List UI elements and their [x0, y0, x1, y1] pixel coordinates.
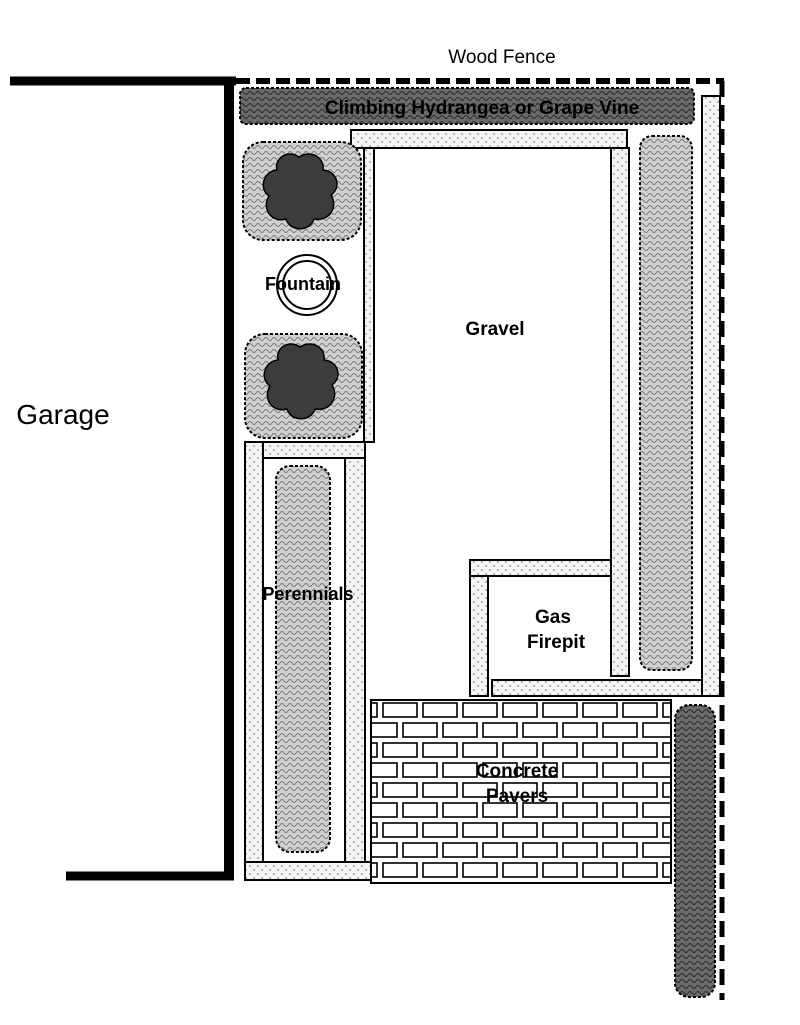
pavers-label-line1: Concrete: [476, 761, 558, 782]
right-outer-edging: [701, 95, 721, 697]
wood-fence-label: Wood Fence: [448, 47, 555, 68]
gravel-label: Gravel: [465, 319, 524, 340]
shrub-top-icon: [262, 153, 338, 230]
top-edging: [350, 129, 628, 149]
firepit-edging: [469, 559, 703, 697]
firepit-label-line1: Gas: [535, 607, 571, 628]
right-planting-bed: [639, 135, 693, 671]
wood-fence: [236, 78, 725, 1000]
garage-label: Garage: [16, 399, 109, 430]
fountain-icon: [276, 254, 338, 316]
shrub-bottom-icon: [263, 343, 339, 420]
right-inner-edging: [610, 147, 630, 677]
firepit-label-line2: Firepit: [527, 632, 586, 653]
concrete-pavers: [370, 699, 672, 884]
fountain-label: Fountain: [265, 274, 341, 294]
climbing-vine-bed: [239, 87, 695, 125]
pavers-label-line2: Pavers: [486, 786, 548, 807]
perennials-bed: [275, 465, 331, 853]
garage-wall: [10, 76, 236, 881]
perennials-label: Perennials: [262, 584, 353, 604]
fountain-edging: [363, 147, 375, 443]
perennials-edging: [244, 441, 372, 881]
climbing-vine-label: Climbing Hydrangea or Grape Vine: [325, 98, 639, 119]
lower-vine-bed: [674, 704, 716, 998]
